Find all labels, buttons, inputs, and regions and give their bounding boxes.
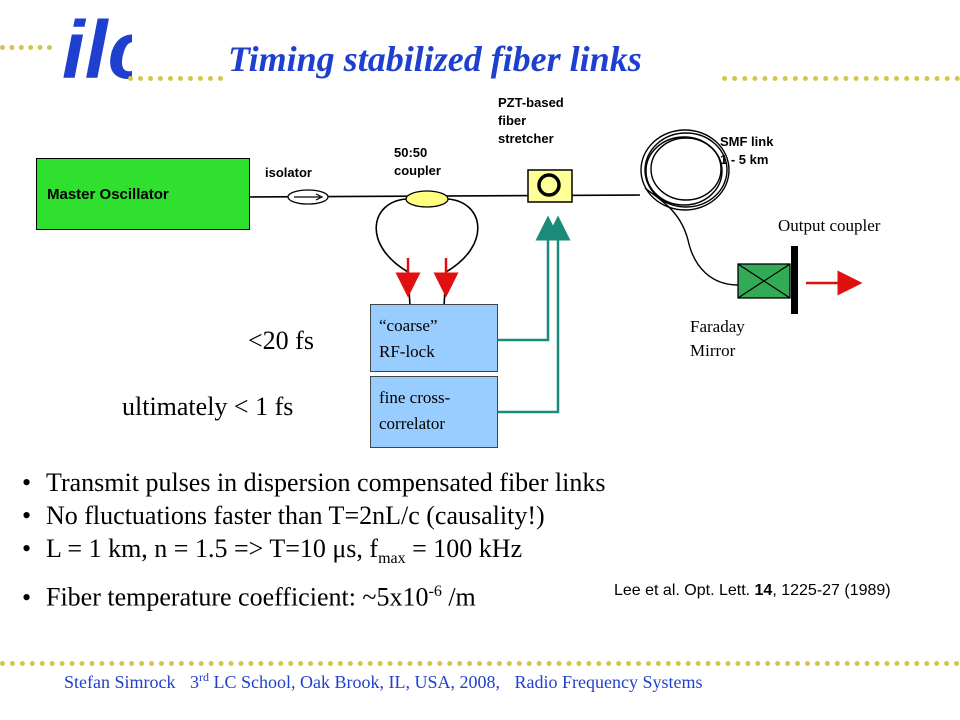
- pzt-stretcher-symbol: [527, 169, 573, 203]
- bullet-item: Transmit pulses in dispersion compensate…: [22, 466, 952, 499]
- decorative-dots-top-right: [722, 76, 960, 81]
- rf-lock-line1: “coarse”: [379, 316, 438, 335]
- faraday-mirror-symbol: [737, 246, 798, 314]
- cross-correlator-box: fine cross- correlator: [370, 376, 498, 448]
- bullet-item: Fiber temperature coefficient: ~5x10-6 /…: [22, 575, 952, 614]
- coupler-symbol: [405, 190, 449, 208]
- footer-author: Stefan Simrock: [64, 672, 176, 692]
- bullet-list: Transmit pulses in dispersion compensate…: [22, 466, 952, 614]
- reference-citation: Lee et al. Opt. Lett. 14, 1225-27 (1989): [614, 582, 891, 599]
- decorative-dots-bottom: [0, 661, 960, 666]
- coupler-branch-left: [375, 198, 411, 307]
- decorative-dots-top: [128, 76, 223, 81]
- output-coupler-label: Output coupler: [778, 216, 881, 235]
- rf-lock-box: “coarse” RF-lock: [370, 304, 498, 372]
- ilc-logo: ilc: [62, 6, 132, 86]
- bullet-item: No fluctuations faster than T=2nL/c (cau…: [22, 499, 952, 532]
- bullet-item: L = 1 km, n = 1.5 => T=10 μs, fmax = 100…: [22, 532, 952, 575]
- isolator-label: isolator: [265, 165, 312, 180]
- master-oscillator-box: Master Oscillator: [36, 158, 250, 230]
- cross-correlator-line2: correlator: [379, 414, 446, 433]
- slide-title: Timing stabilized fiber links: [228, 39, 642, 79]
- coupler-branch-right: [443, 198, 479, 307]
- precision-coarse: <20 fs: [248, 326, 314, 355]
- fiber-spool-symbol: [640, 129, 739, 286]
- precision-fine: ultimately < 1 fs: [122, 392, 294, 421]
- cross-correlator-line1: fine cross-: [379, 388, 451, 407]
- master-oscillator-label: Master Oscillator: [47, 186, 169, 203]
- footer: Stefan Simrock 3rd LC School, Oak Brook,…: [64, 670, 712, 693]
- isolator-symbol: [287, 189, 329, 205]
- feedback-line-cc: [498, 215, 571, 414]
- rf-lock-line2: RF-lock: [379, 342, 435, 361]
- logo-text: ilc: [62, 6, 132, 86]
- fiber-link-diagram: [249, 129, 863, 414]
- feedback-line-rf: [498, 215, 561, 342]
- footer-topic: Radio Frequency Systems: [514, 672, 703, 692]
- footer-event: 3rd LC School, Oak Brook, IL, USA, 2008,: [189, 670, 500, 692]
- decorative-dots-top-left: [0, 45, 52, 50]
